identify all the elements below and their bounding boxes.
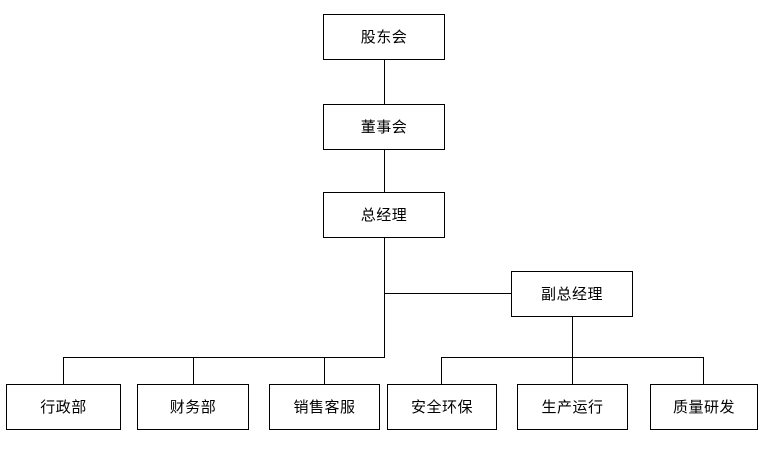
node-shareholders-meeting[interactable]: 股东会 — [323, 14, 445, 60]
connector-drop-finance — [193, 357, 194, 384]
node-label: 财务部 — [169, 397, 217, 416]
node-sales-service[interactable]: 销售客服 — [269, 384, 380, 430]
connector-board-to-general-manager — [384, 150, 385, 192]
node-label: 总经理 — [360, 205, 408, 224]
node-label: 销售客服 — [293, 397, 356, 416]
node-label: 董事会 — [360, 117, 408, 136]
connector-deputy-trunk — [572, 317, 573, 358]
node-production-operation[interactable]: 生产运行 — [517, 384, 628, 430]
connector-drop-safety-environment — [441, 357, 442, 384]
node-finance[interactable]: 财务部 — [137, 384, 249, 430]
node-label: 副总经理 — [540, 284, 603, 303]
node-administration[interactable]: 行政部 — [6, 384, 121, 430]
connector-drop-sales-service — [324, 357, 325, 384]
connector-shareholders-to-board — [384, 60, 385, 104]
connector-general-manager-trunk — [384, 238, 385, 358]
connector-drop-quality-rnd — [703, 357, 704, 384]
node-quality-rnd[interactable]: 质量研发 — [650, 384, 758, 430]
connector-general-manager-to-deputy — [384, 293, 512, 294]
connector-drop-production-operation — [572, 357, 573, 384]
connector-left-bus — [63, 357, 385, 358]
node-deputy-general-manager[interactable]: 副总经理 — [511, 271, 633, 317]
node-board-of-directors[interactable]: 董事会 — [323, 104, 445, 150]
node-safety-environment[interactable]: 安全环保 — [387, 384, 497, 430]
node-label: 安全环保 — [410, 397, 473, 416]
node-label: 行政部 — [40, 397, 87, 416]
node-label: 质量研发 — [672, 397, 735, 416]
connector-drop-administration — [63, 357, 64, 384]
node-label: 股东会 — [360, 27, 408, 46]
node-label: 生产运行 — [541, 397, 604, 416]
node-general-manager[interactable]: 总经理 — [323, 192, 445, 238]
